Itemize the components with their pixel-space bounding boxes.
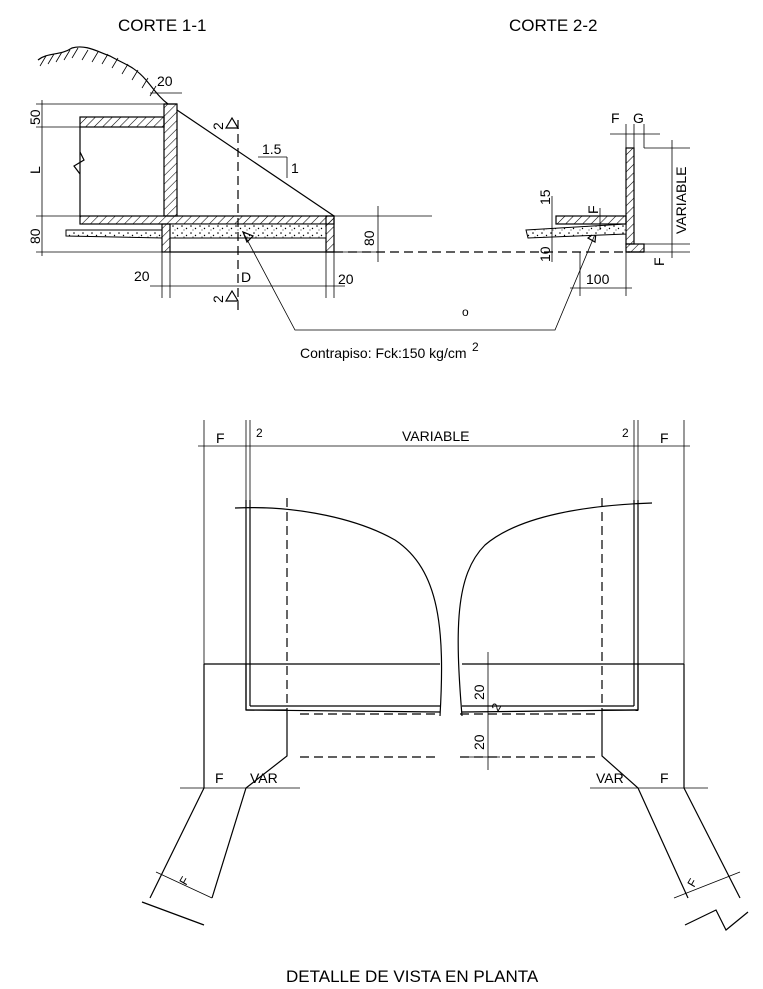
cut-label-bot: 2 [210,295,226,303]
concrete-base-left [65,229,163,239]
slope-rise: 1 [291,160,299,176]
plan-F-diag-left: F [176,874,192,887]
dim-bot-20-right: 20 [338,271,354,287]
break-curve-right [457,502,653,717]
s2-F-top: F [611,110,620,126]
s2-dim-15: 15 [537,189,553,205]
terrain-line [37,46,169,105]
plan-F-right: F [660,430,669,446]
plan-2-left: 2 [256,426,263,440]
dim-50: 50 [27,109,43,125]
plan-drawing: F 2 VARIABLE 2 F 20 [141,420,749,931]
s2-G-top: G [633,110,644,126]
break-curve-left [234,507,443,717]
plan-20-top: 20 [471,684,487,700]
terrain-hatch [39,47,157,97]
note-leader [242,231,597,331]
cut-arrow-bot [224,289,240,302]
wing-slope [176,109,335,217]
plan-2-right: 2 [622,426,629,440]
note-superscript: 2 [472,340,479,354]
cut-arrow-top [224,116,240,129]
plan-F-wing-right: F [660,770,669,786]
dim-L: L [27,166,43,174]
s2-100: 100 [586,271,610,287]
s2-F-mid: F [585,205,601,214]
s2-dim-10: 10 [537,246,553,262]
plan-diag-dim-right [673,871,741,899]
plan-variable: VARIABLE [402,428,469,444]
slope-run: 1.5 [262,141,282,157]
plan-wing-left-end [141,901,205,926]
headwall [163,103,178,217]
section-1-drawing: 2 2 1.5 1 20 50 L 80 80 20 D 20 [27,46,630,310]
break-mark [73,151,85,175]
top-slab [79,116,165,128]
footing-left [161,223,171,253]
section-1-title: CORTE 1-1 [118,16,207,35]
cut-label-top: 2 [210,122,226,130]
plan-diag-dim-left [155,871,213,899]
plan-VAR-right: VAR [596,770,624,786]
dim-80-right: 80 [361,230,377,246]
plan-F-wing-left: F [215,770,224,786]
apron-wall-right [325,215,335,253]
leader-arrow-left [241,230,255,244]
section-2-drawing: F G VARIABLE F 15 10 F 100 [525,110,690,296]
plan-F-left: F [216,430,225,446]
section-2-title: CORTE 2-2 [509,16,598,35]
dim-bot-20-left: 20 [134,268,150,284]
note-marker: o [462,305,469,319]
plan-20-bot: 20 [471,734,487,750]
s2-foot [625,243,645,253]
s2-slab [555,215,627,225]
plan-wing-right-end [684,909,749,931]
dim-bot-D: D [241,269,251,285]
s2-variable: VARIABLE [673,167,689,234]
plan-VAR-left: VAR [250,770,278,786]
s2-wall [625,147,635,245]
dim-top-20: 20 [157,73,173,89]
dim-80-left: 80 [27,228,43,244]
bottom-slab [79,215,335,225]
concrete-base-right [169,223,327,239]
plan-title: DETALLE DE VISTA EN PLANTA [286,967,539,986]
s2-F-bot: F [651,257,667,266]
note-text: Contrapiso: Fck:150 kg/cm [300,345,467,361]
plan-F-diag-right: F [684,876,700,889]
s2-concrete [525,223,627,239]
